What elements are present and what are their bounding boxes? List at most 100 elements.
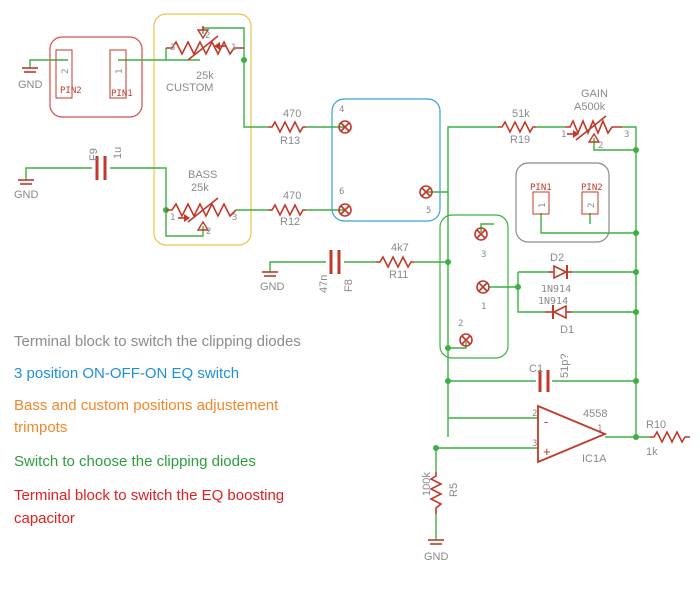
svg-text:R12: R12: [280, 216, 300, 228]
svg-text:R19: R19: [510, 134, 530, 146]
svg-text:2: 2: [598, 141, 603, 151]
eq-switch-pin-5: 5: [419, 185, 433, 216]
diode-switch-pin-2: 2: [458, 319, 473, 347]
svg-text:GND: GND: [424, 551, 449, 563]
eq-switch-pins: 4 6 5: [338, 105, 433, 217]
svg-text:PIN2: PIN2: [581, 183, 603, 193]
svg-text:3: 3: [170, 43, 175, 53]
legend-trimpots-line1: Bass and custom positions adjustement: [14, 397, 279, 414]
svg-text:1: 1: [115, 69, 125, 74]
svg-text:GND: GND: [18, 79, 43, 91]
trimpot-custom: 3 2 1 25k CUSTOM: [166, 26, 244, 94]
svg-text:2: 2: [205, 31, 210, 41]
svg-text:GND: GND: [14, 189, 39, 201]
junction-dots: [163, 57, 639, 451]
svg-text:CUSTOM: CUSTOM: [166, 82, 213, 94]
svg-text:D1: D1: [560, 324, 574, 336]
svg-text:1: 1: [481, 302, 486, 312]
svg-text:1N914: 1N914: [541, 284, 571, 295]
svg-text:2: 2: [61, 69, 71, 74]
diode-d1: 1N914 D1: [538, 296, 574, 336]
resistor-r5: 100k R5: [421, 472, 460, 514]
diode-switch-pins: 3 1 2: [458, 227, 490, 347]
svg-text:D2: D2: [550, 252, 564, 264]
svg-text:6: 6: [339, 187, 344, 197]
svg-text:5: 5: [426, 206, 431, 216]
highlight-eq-switch: [331, 98, 441, 222]
gnd-symbol-f8: GND: [260, 271, 285, 293]
gnd-symbol-left-bass: GND: [14, 179, 39, 201]
svg-text:470: 470: [283, 108, 301, 120]
gnd-symbol-left-top: GND: [18, 67, 43, 91]
diode-d2: D2 1N914: [541, 252, 572, 295]
svg-text:2: 2: [587, 203, 597, 208]
svg-text:51p?: 51p?: [559, 354, 571, 378]
legend-terminal-cap-line2: capacitor: [14, 510, 75, 527]
svg-text:R11: R11: [389, 269, 408, 281]
svg-text:R10: R10: [646, 419, 666, 431]
legend-terminal-cap-line1: Terminal block to switch the EQ boosting: [14, 487, 285, 504]
svg-text:100k: 100k: [421, 472, 433, 496]
resistor-r19: 51k R19: [498, 108, 536, 146]
svg-text:1k: 1k: [646, 446, 658, 458]
svg-text:1u: 1u: [112, 147, 124, 159]
legend-diode-switch: Switch to choose the clipping diodes: [14, 453, 256, 470]
svg-text:4k7: 4k7: [391, 242, 409, 254]
svg-text:A500k: A500k: [574, 101, 606, 113]
svg-text:PIN2: PIN2: [60, 86, 82, 96]
terminal-block-eq-cap: 2 1 PIN2 PIN1: [55, 49, 133, 99]
svg-text:470: 470: [283, 190, 301, 202]
svg-text:C1: C1: [529, 363, 543, 375]
diode-switch-pin-1: 1: [476, 280, 490, 312]
svg-text:1: 1: [561, 130, 566, 140]
svg-text:IC1A: IC1A: [582, 453, 607, 465]
svg-text:-: -: [544, 414, 548, 429]
capacitor-f8: 47n F8: [318, 250, 355, 293]
svg-text:R5: R5: [448, 483, 460, 497]
svg-text:PIN1: PIN1: [530, 183, 552, 193]
svg-text:PIN1: PIN1: [111, 89, 133, 99]
svg-text:25k: 25k: [191, 182, 209, 194]
svg-text:4: 4: [339, 105, 344, 115]
svg-text:1: 1: [231, 43, 236, 53]
resistor-r12: 470 R12: [268, 190, 306, 228]
svg-text:25k: 25k: [196, 70, 214, 82]
svg-text:47n: 47n: [318, 275, 330, 293]
eq-switch-pin-6: 6: [338, 187, 352, 217]
gnd-symbol-r5: GND: [424, 539, 449, 563]
svg-text:3: 3: [532, 439, 537, 449]
svg-text:F8: F8: [343, 279, 355, 292]
eq-switch-pin-4: 4: [338, 105, 352, 134]
trimpot-bass: BASS 25k 1 2 3: [166, 169, 237, 237]
svg-text:GAIN: GAIN: [581, 88, 608, 100]
svg-text:+: +: [543, 444, 551, 459]
diode-switch-pin-3: 3: [474, 227, 488, 260]
capacitor-f9: F9 1u: [88, 147, 124, 180]
resistor-r10: R10 1k: [646, 419, 690, 458]
legend-eq-switch: 3 position ON-OFF-ON EQ switch: [14, 365, 240, 382]
svg-text:GND: GND: [260, 281, 285, 293]
resistor-r13: 470 R13: [268, 108, 306, 147]
highlight-diode-terminal: [515, 162, 610, 243]
svg-text:51k: 51k: [512, 108, 530, 120]
svg-text:2: 2: [458, 319, 463, 329]
capacitor-c1: C1 51p?: [529, 354, 571, 392]
svg-text:F9: F9: [88, 148, 100, 161]
svg-text:2: 2: [206, 227, 211, 237]
legend-trimpots-line2: trimpots: [14, 419, 68, 436]
svg-text:3: 3: [481, 250, 486, 260]
svg-text:1: 1: [597, 424, 602, 434]
opamp-ic1a: - + 2 3 1 4558 IC1A: [532, 404, 607, 465]
svg-text:1: 1: [538, 203, 548, 208]
legend-terminal-diodes: Terminal block to switch the clipping di…: [14, 333, 301, 350]
svg-text:4558: 4558: [583, 408, 607, 420]
svg-text:BASS: BASS: [188, 169, 217, 181]
svg-text:1N914: 1N914: [538, 296, 568, 307]
highlight-eq-capacitor-terminal: [49, 36, 143, 118]
svg-text:3: 3: [624, 130, 629, 140]
svg-text:3: 3: [232, 213, 237, 223]
svg-text:1: 1: [170, 213, 175, 223]
highlight-trimpots: [153, 13, 252, 246]
potentiometer-gain: GAIN A500k 1 2 3: [561, 88, 629, 151]
